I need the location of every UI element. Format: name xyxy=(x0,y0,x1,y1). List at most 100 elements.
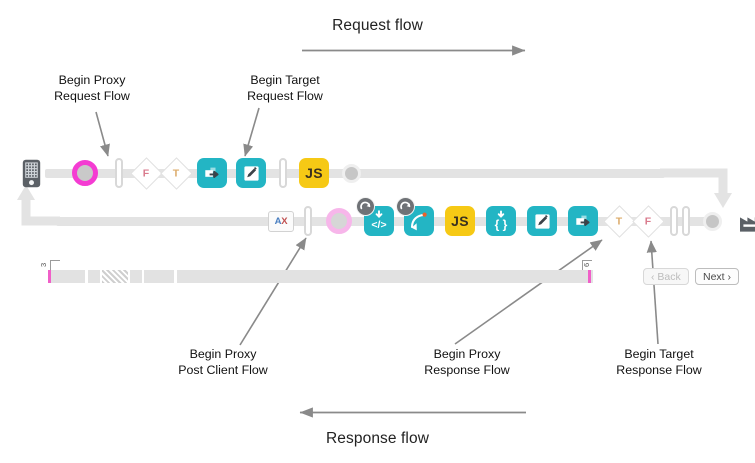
diamond-label: F xyxy=(143,166,150,179)
policy-edit-request[interactable] xyxy=(236,158,266,188)
share-arrow-icon xyxy=(204,167,219,178)
timeline-segment[interactable] xyxy=(50,270,85,283)
json-braces-icon: { } xyxy=(495,210,508,231)
annotation-line-2: Response Flow xyxy=(616,362,702,377)
annotation-begin-proxy-request: Begin Proxy Request Flow xyxy=(22,73,162,104)
flow-pill-divider-post-client[interactable] xyxy=(304,206,312,236)
condition-diamond-f[interactable]: F xyxy=(130,156,163,190)
target-endpoint-dot-request[interactable] xyxy=(342,163,361,183)
flow-pill-divider-target-request[interactable] xyxy=(279,158,287,188)
pill-glyph xyxy=(670,206,678,236)
rotate-badge-icon xyxy=(396,197,415,216)
trace-timeline[interactable]: 3 6 ‹ Back Next › xyxy=(39,258,740,294)
timeline-next-button[interactable]: Next › xyxy=(695,268,740,285)
annotation-line-2: Request Flow xyxy=(247,88,323,103)
timeline-segment[interactable] xyxy=(177,270,593,283)
factory-glyph xyxy=(740,217,755,232)
ring-glyph xyxy=(326,208,352,234)
client-phone-icon[interactable] xyxy=(22,159,41,188)
annotation-line-1: Begin Proxy xyxy=(433,347,501,361)
request-flow-title: Request flow xyxy=(332,17,423,34)
policy-edit-response[interactable] xyxy=(527,206,557,236)
policy-tile: JS xyxy=(445,206,475,236)
policy-assign-message-request[interactable] xyxy=(197,158,227,188)
policy-tile: { } xyxy=(486,206,516,236)
response-track-turn xyxy=(21,200,60,226)
svg-text:{ }: { } xyxy=(495,217,508,231)
svg-text:</>: </> xyxy=(371,219,386,231)
policy-javascript-request[interactable]: JS xyxy=(299,158,329,188)
rotate-glyph xyxy=(400,201,411,210)
annotation-begin-proxy-post-client: Begin Proxy Post Client Flow xyxy=(153,347,293,378)
pill-glyph xyxy=(279,158,287,188)
policy-raise-fault-response[interactable] xyxy=(396,197,434,236)
flow-pill-divider-proxy-request[interactable] xyxy=(115,158,123,188)
request-flow-row: F T JS xyxy=(22,150,682,196)
condition-diamond-f-response[interactable]: F xyxy=(632,204,665,238)
policy-label: JS xyxy=(451,213,469,229)
condition-diamond-t-response[interactable]: T xyxy=(603,204,636,238)
timeline-tick-left xyxy=(49,260,60,270)
policy-tile xyxy=(396,197,434,236)
pencil-icon xyxy=(243,165,259,181)
diamond-glyph: F xyxy=(130,156,163,190)
policy-json-response[interactable]: { } xyxy=(486,206,516,236)
pill-glyph xyxy=(682,206,690,236)
leader-begin-target-request xyxy=(243,107,260,157)
policy-label: JS xyxy=(305,165,323,181)
policy-tile xyxy=(197,158,227,188)
timeline-segment[interactable] xyxy=(88,270,100,283)
timeline-back-button[interactable]: ‹ Back xyxy=(643,268,689,285)
annotation-line-1: Begin Target xyxy=(250,73,320,87)
condition-diamond-t[interactable]: T xyxy=(160,156,193,190)
pill-glyph xyxy=(115,158,123,188)
annotation-line-2: Post Client Flow xyxy=(178,362,268,377)
post-client-ring[interactable] xyxy=(326,208,352,234)
rotate-badge-icon xyxy=(356,197,375,216)
annotation-line-1: Begin Proxy xyxy=(189,347,257,361)
timeline-label-right: 6 xyxy=(582,262,591,267)
policy-tile: </> xyxy=(356,197,394,236)
annotation-line-2: Response Flow xyxy=(424,362,510,377)
timeline-tick-right xyxy=(582,260,592,270)
policy-tile xyxy=(527,206,557,236)
return-arrow-icon xyxy=(410,212,427,231)
annotation-line-1: Begin Target xyxy=(624,347,694,361)
timeline-segment-hatched[interactable] xyxy=(102,270,128,283)
annotation-begin-target-request: Begin Target Request Flow xyxy=(215,73,355,104)
annotation-line-2: Request Flow xyxy=(54,88,130,103)
flow-pill-divider-proxy-response[interactable] xyxy=(670,206,678,236)
pencil-icon xyxy=(534,213,550,229)
policy-xml-response[interactable]: </> xyxy=(356,197,394,236)
diamond-glyph: F xyxy=(632,204,665,238)
timeline-segment[interactable] xyxy=(144,270,174,283)
flow-pill-divider-target-response[interactable] xyxy=(682,206,690,236)
request-start-ring[interactable] xyxy=(72,160,98,186)
policy-tile: JS xyxy=(299,158,329,188)
pill-glyph xyxy=(304,206,312,236)
timeline-label-left: 3 xyxy=(39,262,48,267)
policy-tile xyxy=(568,206,598,236)
timeline-marker-start[interactable] xyxy=(48,270,51,283)
policy-assign-message-response[interactable] xyxy=(568,206,598,236)
rotate-glyph xyxy=(360,201,371,210)
response-start-dot[interactable] xyxy=(703,211,722,231)
share-arrow-icon xyxy=(575,215,590,226)
timeline-segment[interactable] xyxy=(130,270,142,283)
ax-letter-a: A xyxy=(274,215,282,227)
timeline-marker-current[interactable] xyxy=(588,270,591,283)
policy-tile xyxy=(236,158,266,188)
target-server-icon[interactable] xyxy=(739,209,755,233)
diamond-glyph: T xyxy=(160,156,193,190)
diamond-label: T xyxy=(173,166,180,179)
annotation-begin-target-response: Begin Target Response Flow xyxy=(589,347,729,378)
xml-code-icon: </> xyxy=(371,210,387,231)
diamond-label: F xyxy=(645,214,652,227)
annotation-line-1: Begin Proxy xyxy=(58,73,126,87)
dot-glyph xyxy=(703,211,722,231)
policy-javascript-response[interactable]: JS xyxy=(445,206,475,236)
phone-glyph xyxy=(22,159,41,187)
